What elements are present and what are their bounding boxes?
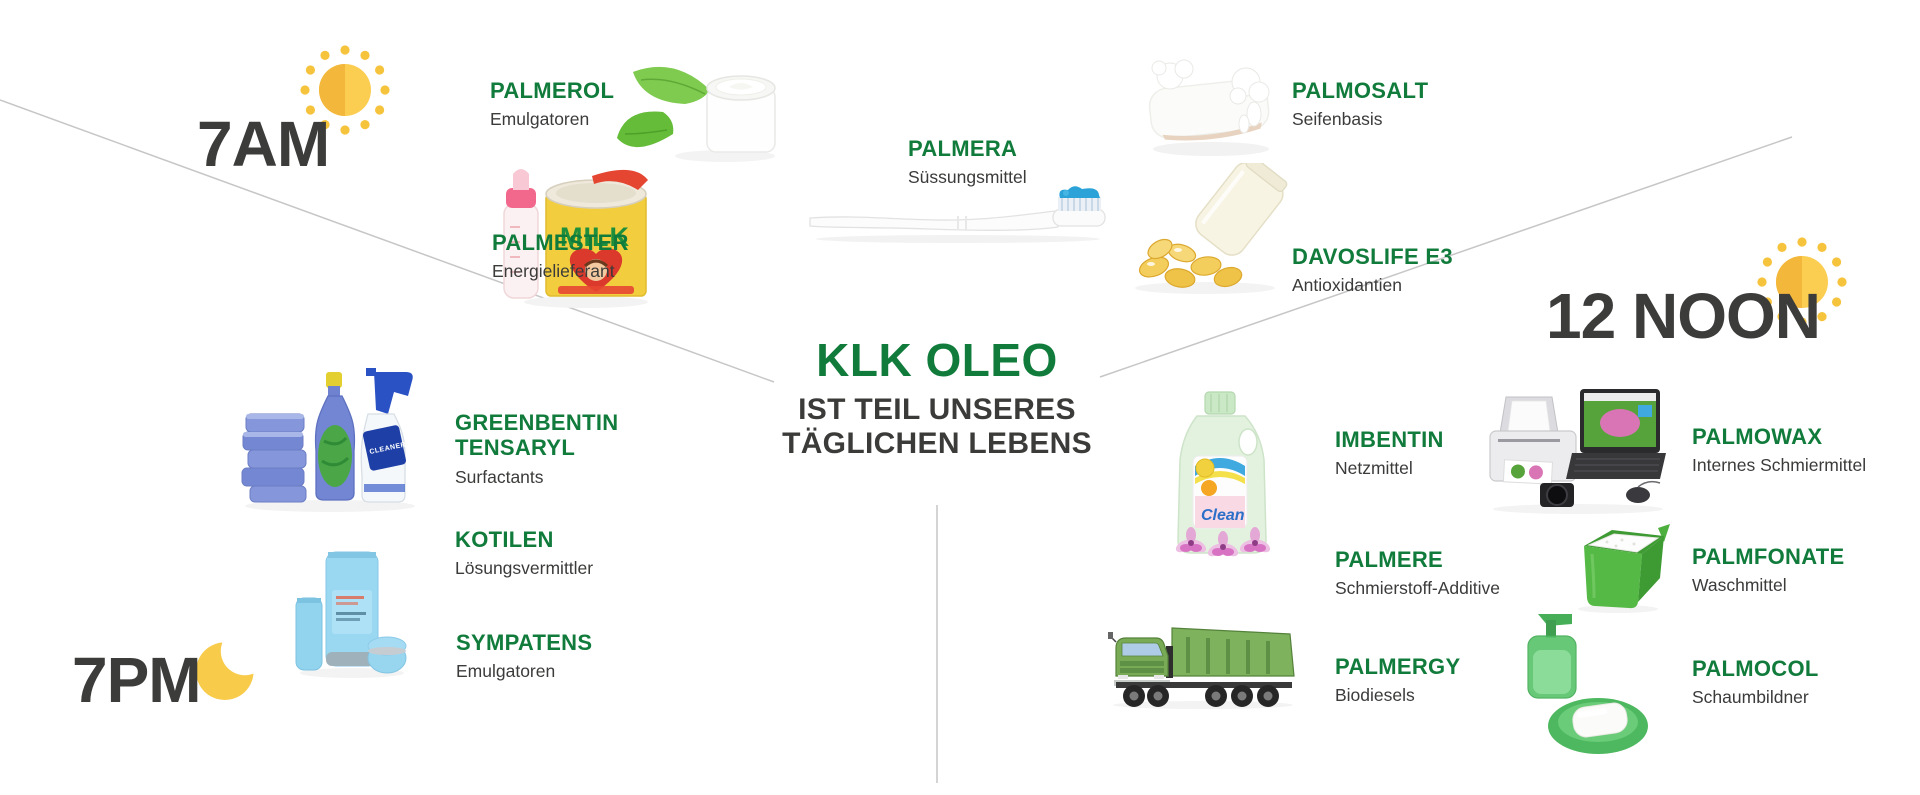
product-desc: Internes Schmiermittel xyxy=(1692,455,1867,476)
center-title-block: KLK OLEO IST TEIL UNSERES TÄGLICHEN LEBE… xyxy=(687,336,1187,460)
product-name: DAVOSLIFE E3 xyxy=(1292,244,1453,269)
tagline-line1: IST TEIL UNSERES xyxy=(798,393,1076,427)
toothbrush-image xyxy=(808,186,1108,249)
product-desc: Biodiesels xyxy=(1335,685,1415,706)
product-name: PALMESTER xyxy=(492,230,629,255)
product-desc: Lösungsvermittler xyxy=(455,558,594,579)
product-label-palmowax: PALMOWAX Internes Schmiermittel xyxy=(1692,424,1866,476)
product-name: PALMOCOL xyxy=(1692,656,1819,681)
product-label-imbentin: IMBENTIN Netzmittel xyxy=(1335,427,1444,479)
product-name: PALMOSALT xyxy=(1292,78,1429,103)
printer-laptop-image xyxy=(1488,383,1668,520)
vitamin-capsules-image xyxy=(1120,156,1295,303)
soap-bar-image xyxy=(1126,36,1296,171)
product-desc: Schaumbildner xyxy=(1692,687,1809,708)
product-label-palmosalt: PALMOSALT Seifenbasis xyxy=(1292,78,1428,130)
product-name: PALMFONATE xyxy=(1692,544,1845,569)
product-desc: Energielieferant xyxy=(492,261,615,282)
dump-truck-image xyxy=(1108,610,1298,715)
time-12noon: 12 NOON xyxy=(1546,280,1821,352)
product-label-kotilen: KOTILEN Lösungsvermittler xyxy=(455,527,593,579)
product-label-palmera: PALMERA Süssungsmittel xyxy=(908,136,1027,188)
product-label-sympatens: SYMPATENS Emulgatoren xyxy=(456,630,592,682)
time-7am: 7AM xyxy=(197,108,330,180)
product-label-palmere: PALMERE Schmierstoff-Additive xyxy=(1335,547,1500,599)
product-name: PALMEROL xyxy=(490,78,615,103)
product-desc: Emulgatoren xyxy=(456,661,556,682)
product-name: GREENBENTIN TENSARYL xyxy=(455,410,619,461)
soap-dish-image xyxy=(1516,610,1651,763)
product-desc: Antioxidantien xyxy=(1292,275,1402,296)
product-desc: Seifenbasis xyxy=(1292,109,1383,130)
time-7pm: 7PM xyxy=(72,644,202,716)
product-label-palmfonate: PALMFONATE Waschmittel xyxy=(1692,544,1845,596)
product-name: PALMERE xyxy=(1335,547,1444,572)
milk-can-image: MILK xyxy=(496,142,656,315)
product-label-davoslife-e3: DAVOSLIFE E3 Antioxidantien xyxy=(1292,244,1453,296)
hand-cream-tubes-image xyxy=(292,538,407,685)
product-name: IMBENTIN xyxy=(1335,427,1444,452)
detergent-bottle-image: Clean xyxy=(1163,390,1278,573)
product-name: SYMPATENS xyxy=(456,630,593,655)
product-label-palmester: PALMESTER Energielieferant xyxy=(492,230,629,282)
product-desc: Netzmittel xyxy=(1335,458,1413,479)
product-name: PALMERGY xyxy=(1335,654,1461,679)
product-label-greenbentin-tensaryl: GREENBENTIN TENSARYL Surfactants xyxy=(455,410,618,488)
product-name: PALMOWAX xyxy=(1692,424,1823,449)
product-label-palmergy: PALMERGY Biodiesels xyxy=(1335,654,1460,706)
detergent-scoop-image xyxy=(1572,516,1672,619)
product-desc: Schmierstoff-Additive xyxy=(1335,578,1501,599)
product-label-palmocol: PALMOCOL Schaumbildner xyxy=(1692,656,1819,708)
product-desc: Emulgatoren xyxy=(490,109,590,130)
product-name: KOTILEN xyxy=(455,527,554,552)
cleaning-products-image: CLEANER xyxy=(238,356,423,521)
product-desc: Surfactants xyxy=(455,466,544,487)
detergent-label-text: Clean xyxy=(1201,507,1245,524)
brand-title: KLK OLEO xyxy=(816,334,1058,386)
moon-icon xyxy=(188,627,269,713)
tagline-line2: TÄGLICHEN LEBENS xyxy=(782,426,1092,460)
product-label-palmerol: PALMEROL Emulgatoren xyxy=(490,78,614,130)
product-desc: Süssungsmittel xyxy=(908,167,1027,188)
product-desc: Waschmittel xyxy=(1692,575,1787,596)
product-name: PALMERA xyxy=(908,136,1018,161)
